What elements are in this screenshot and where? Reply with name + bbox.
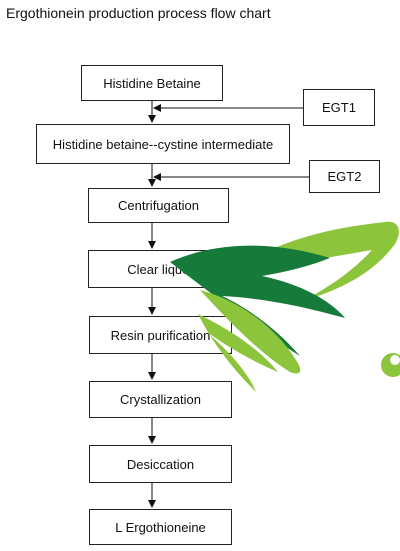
step-resin-purification: Resin purification bbox=[89, 316, 232, 354]
input-egt1: EGT1 bbox=[303, 89, 375, 126]
step-intermediate: Histidine betaine--cystine intermediate bbox=[36, 124, 290, 164]
input-egt2: EGT2 bbox=[309, 160, 380, 193]
step-clear-liquor: Clear liquor bbox=[88, 250, 233, 288]
step-centrifugation: Centrifugation bbox=[88, 188, 229, 223]
step-desiccation: Desiccation bbox=[89, 445, 232, 483]
diagram-title: Ergothionein production process flow cha… bbox=[6, 5, 271, 21]
step-histidine-betaine: Histidine Betaine bbox=[81, 65, 223, 101]
step-l-ergothioneine: L Ergothioneine bbox=[89, 509, 232, 545]
step-crystallization: Crystallization bbox=[89, 381, 232, 418]
